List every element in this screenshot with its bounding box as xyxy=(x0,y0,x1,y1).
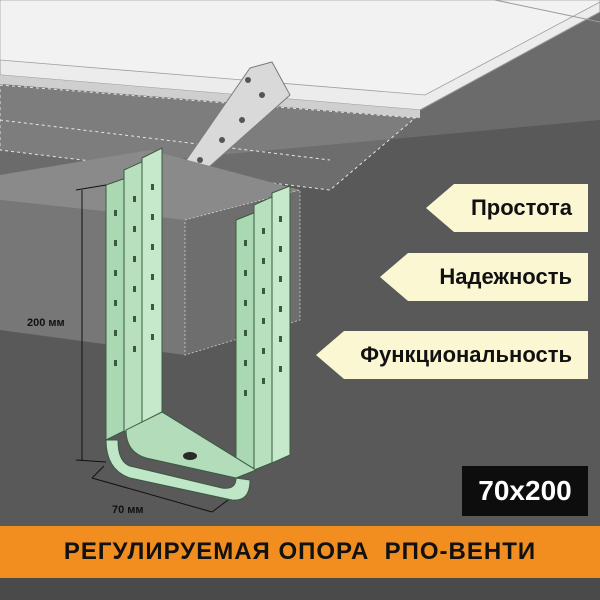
product-title-banner: РЕГУЛИРУЕМАЯ ОПОРА РПО-ВЕНТИ xyxy=(0,526,600,578)
strap-hole xyxy=(245,77,251,83)
bracket-base-hole xyxy=(183,452,197,460)
mounting-strap xyxy=(177,61,291,176)
feature-tag-simplicity: Простота xyxy=(426,184,588,232)
strap-hole xyxy=(259,92,265,98)
strap-hole xyxy=(239,117,245,123)
deck-board-seam xyxy=(494,0,600,23)
deck-board-edge xyxy=(0,75,420,118)
height-dimension-label: 200 мм xyxy=(27,317,65,329)
bracket-plate-front xyxy=(271,185,291,464)
bracket-base-inner xyxy=(125,411,258,479)
width-dimension-tick xyxy=(211,499,229,513)
size-badge: 70х200 xyxy=(462,466,588,516)
height-dimension-tick xyxy=(75,184,107,191)
bracket-plate-front xyxy=(235,211,257,479)
joist-ghost-line xyxy=(0,119,331,161)
deck-board-top xyxy=(0,0,600,96)
bracket-perforations xyxy=(114,184,282,396)
width-dimension-tick xyxy=(91,465,105,479)
feature-tag-reliability: Надежность xyxy=(380,253,588,301)
product-title: РЕГУЛИРУЕМАЯ ОПОРА РПО-ВЕНТИ xyxy=(63,538,537,565)
width-dimension-label: 70 мм xyxy=(112,504,144,516)
feature-tag-functionality: Функциональность xyxy=(316,331,588,379)
height-dimension-tick xyxy=(75,459,107,463)
bracket-plate-front xyxy=(253,195,275,471)
width-dimension-line xyxy=(91,477,213,513)
bracket-plate-back xyxy=(105,177,127,441)
strap-hole xyxy=(219,137,225,143)
bottom-strip xyxy=(0,578,600,600)
strap-hole xyxy=(197,157,203,163)
